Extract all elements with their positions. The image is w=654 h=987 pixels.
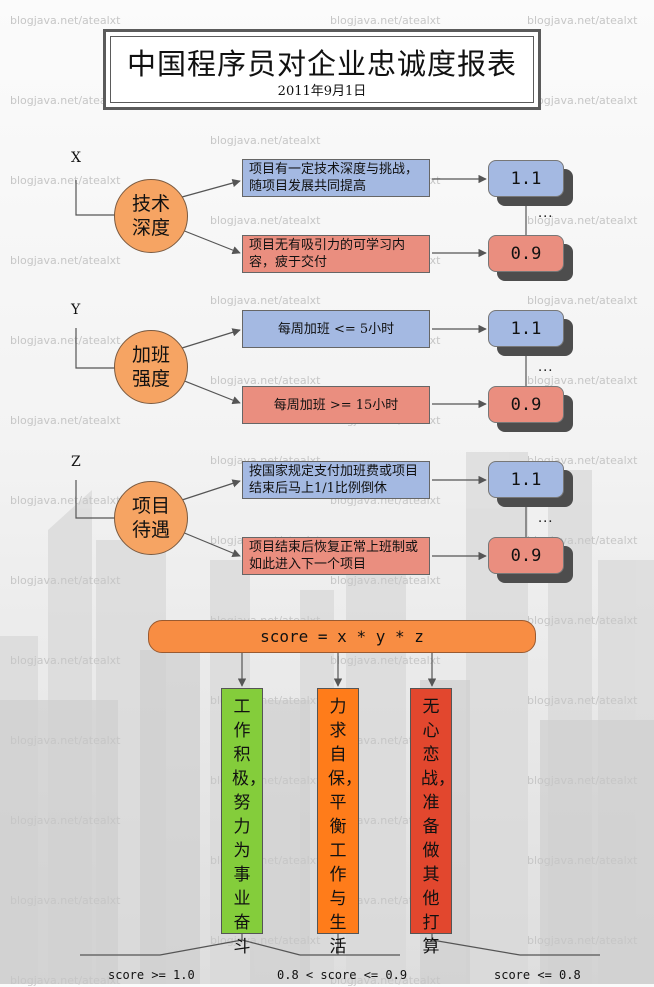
watermark-text: blogjava.net/atealxt: [10, 334, 121, 347]
factor-y-letter: Y: [71, 302, 81, 318]
outcome-positive-box: 工作积极，努力为事业奋斗: [221, 688, 266, 957]
watermark-text: blogjava.net/atealxt: [527, 214, 638, 227]
watermark-text: blogjava.net/atealxt: [527, 774, 638, 787]
factor-x-circle: 技术 深度: [114, 179, 188, 253]
outcome-negative-box: 无心恋战，准备做其他打算: [410, 688, 455, 957]
factor-y-low-value: 0.9: [488, 386, 564, 423]
watermark-text: blogjava.net/atealxt: [210, 934, 321, 947]
watermark-text: blogjava.net/atealxt: [330, 654, 441, 667]
watermark-text: blogjava.net/atealxt: [10, 174, 121, 187]
outcome-neutral-text: 力求自保，平衡工作与生活: [328, 697, 362, 957]
factor-z-high-condition: 按国家规定支付加班费或项目结束后马上1/1比例倒休: [242, 461, 430, 499]
outcome-neutral-box: 力求自保，平衡工作与生活: [317, 688, 362, 957]
factor-z-low-value: 0.9: [488, 537, 564, 574]
factor-z-circle: 项目 待遇: [114, 481, 188, 555]
watermark-text: blogjava.net/atealxt: [527, 934, 638, 947]
factor-x-high-value: 1.1: [488, 160, 564, 197]
factor-y-circle: 加班 强度: [114, 330, 188, 404]
factor-y-high-condition: 每周加班 <= 5小时: [242, 310, 430, 348]
factor-z-high-value: 1.1: [488, 461, 564, 498]
outcome-negative-text: 无心恋战，准备做其他打算: [421, 697, 455, 957]
factor-y-high-value: 1.1: [488, 310, 564, 347]
watermark-text: blogjava.net/atealxt: [527, 94, 638, 107]
score-formula: score = x * y * z: [148, 620, 536, 653]
watermark-text: blogjava.net/atealxt: [527, 694, 638, 707]
outcome-negative-condition: score <= 0.8: [494, 968, 581, 982]
watermark-text: blogjava.net/atealxt: [330, 574, 441, 587]
factor-y-ellipsis: ...: [538, 360, 554, 375]
watermark-text: blogjava.net/atealxt: [10, 574, 121, 587]
watermark-text: blogjava.net/atealxt: [10, 814, 121, 827]
factor-y-low-condition: 每周加班 >= 15小时: [242, 386, 430, 424]
factor-x-name-line1: 技术: [131, 193, 170, 215]
watermark-text: blogjava.net/atealxt: [10, 654, 121, 667]
factor-z-name-line2: 待遇: [131, 519, 170, 541]
factor-x-name-line2: 深度: [131, 217, 170, 239]
factor-y-name-line1: 加班: [131, 344, 170, 366]
factor-x-low-value: 0.9: [488, 235, 564, 272]
watermark-text: blogjava.net/atealxt: [210, 134, 321, 147]
factor-z-low-condition: 项目结束后恢复正常上班制或如此进入下一个项目: [242, 537, 430, 575]
watermark-text: blogjava.net/atealxt: [10, 254, 121, 267]
factor-x-ellipsis: ...: [538, 206, 554, 221]
factor-x-letter: X: [71, 150, 81, 166]
watermark-text: blogjava.net/atealxt: [527, 14, 638, 27]
watermark-text: blogjava.net/atealxt: [330, 14, 441, 27]
factor-z-letter: Z: [71, 454, 81, 470]
factor-y-name-line2: 强度: [131, 368, 170, 390]
watermark-text: blogjava.net/atealxt: [527, 854, 638, 867]
report-title: 中国程序员对企业忠诚度报表: [126, 47, 517, 81]
report-date: 2011年9月1日: [277, 84, 367, 99]
watermark-text: blogjava.net/atealxt: [10, 734, 121, 747]
factor-z-ellipsis: ...: [538, 511, 554, 526]
factor-z-name-line1: 项目: [131, 495, 170, 517]
watermark-text: blogjava.net/atealxt: [527, 294, 638, 307]
watermark-text: blogjava.net/atealxt: [210, 214, 321, 227]
watermark-text: blogjava.net/atealxt: [10, 14, 121, 27]
title-frame: 中国程序员对企业忠诚度报表 2011年9月1日: [103, 29, 541, 110]
watermark-text: blogjava.net/atealxt: [10, 894, 121, 907]
outcome-positive-text: 工作积极，努力为事业奋斗: [232, 697, 266, 957]
watermark-text: blogjava.net/atealxt: [10, 94, 121, 107]
watermark-text: blogjava.net/atealxt: [527, 614, 638, 627]
watermark-text: blogjava.net/atealxt: [210, 294, 321, 307]
watermark-text: blogjava.net/atealxt: [210, 374, 321, 387]
watermark-text: blogjava.net/atealxt: [10, 414, 121, 427]
watermark-text: blogjava.net/atealxt: [10, 494, 121, 507]
factor-x-low-condition: 项目无有吸引力的可学习内容，疲于交付: [242, 235, 430, 273]
outcome-positive-condition: score >= 1.0: [108, 968, 195, 982]
factor-x-high-condition: 项目有一定技术深度与挑战，随项目发展共同提高: [242, 159, 430, 197]
watermark-text: blogjava.net/atealxt: [527, 374, 638, 387]
outcome-neutral-condition: 0.8 < score <= 0.9: [277, 968, 408, 982]
